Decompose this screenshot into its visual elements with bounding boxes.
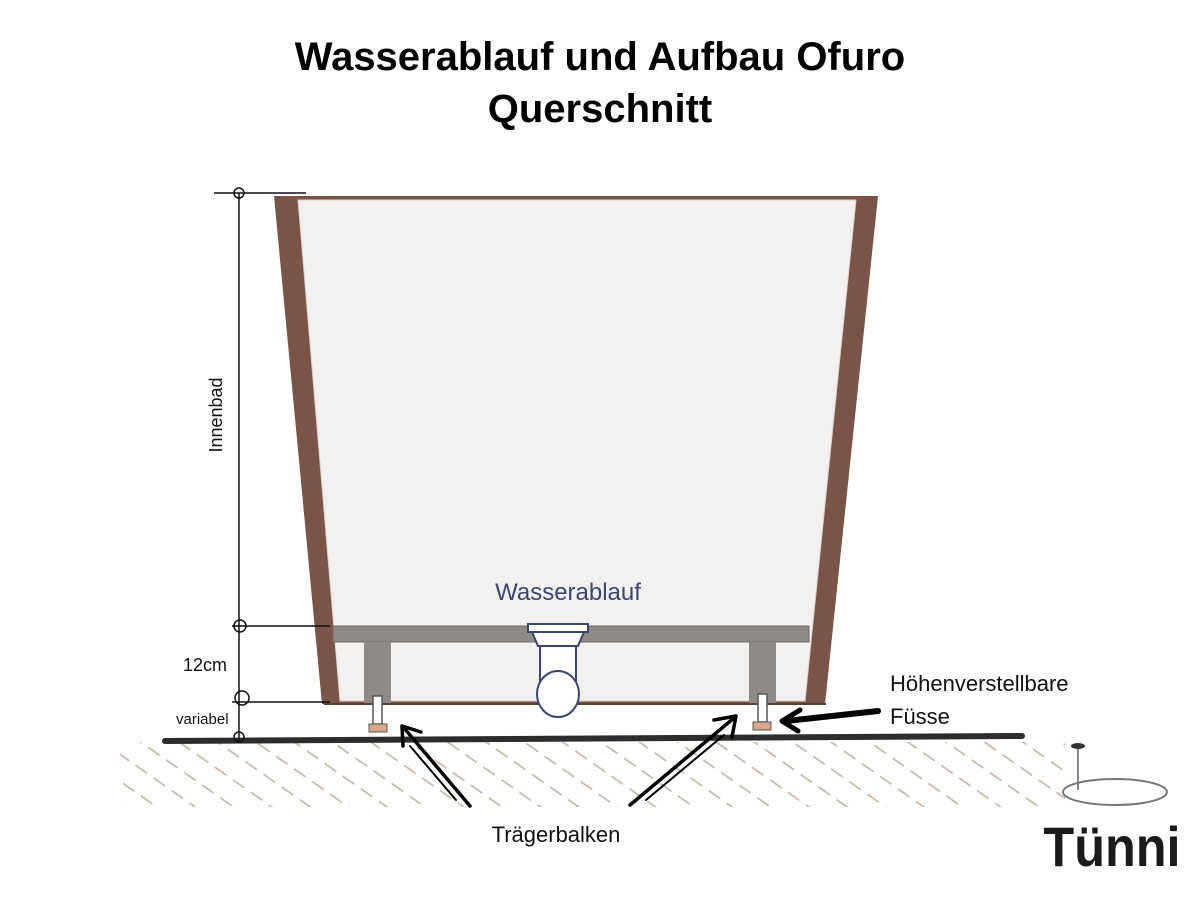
- support-beams-label: Trägerbalken: [492, 822, 621, 847]
- variable-label: variabel: [176, 711, 229, 728]
- adjustable-feet-label-line2: Füsse: [890, 704, 950, 729]
- dimension-lines: [214, 187, 330, 743]
- tunni-logo: Tünni: [1043, 743, 1181, 879]
- arrow-feet: [779, 707, 881, 734]
- height-12cm-label: 12cm: [183, 655, 227, 675]
- arrow-beam-left: [400, 724, 472, 808]
- drain-label: Wasserablauf: [495, 579, 641, 606]
- diagram-subtitle: Querschnitt: [487, 87, 713, 131]
- adjustable-foot-right: [752, 693, 772, 731]
- support-post-left: [364, 642, 391, 704]
- arrow-beam-right: [628, 714, 738, 807]
- tub-inner-liner: [297, 199, 857, 702]
- inner-bath-label: Innenbad: [206, 377, 226, 452]
- arrows: [400, 707, 881, 808]
- ground-line: [162, 733, 1025, 744]
- adjustable-feet-label-line1: Höhenverstellbare: [890, 671, 1069, 696]
- tunni-logo-text: Tünni: [1043, 817, 1180, 879]
- diagram-title: Wasserablauf und Aufbau Ofuro: [294, 35, 906, 79]
- ground-hatch: [120, 742, 1065, 807]
- drain-fitting: [527, 623, 589, 718]
- adjustable-foot-left: [368, 695, 388, 733]
